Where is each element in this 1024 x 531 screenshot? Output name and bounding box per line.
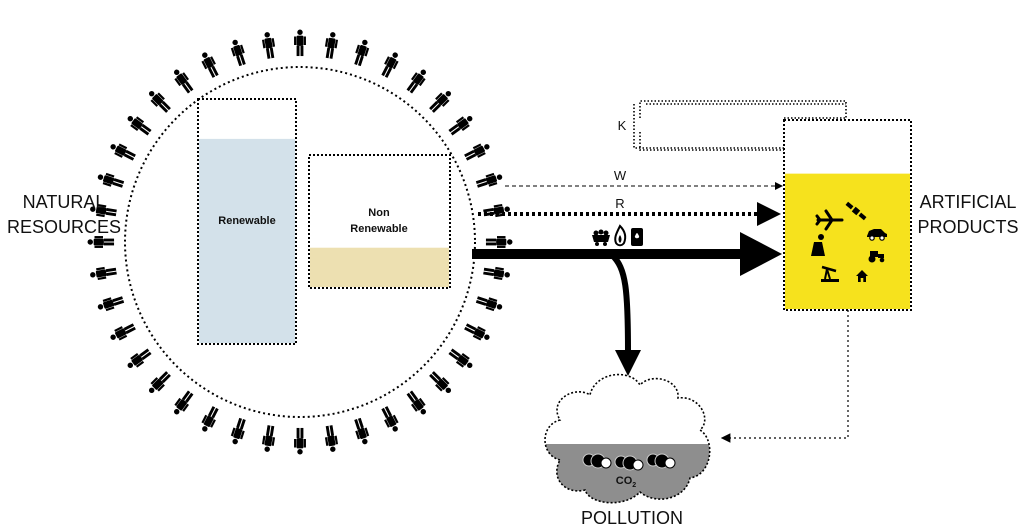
pollution-label: POLLUTION: [581, 508, 683, 528]
co2-molecule-icon: [646, 453, 676, 469]
non-renewable-container: [308, 154, 451, 289]
car-icon: [867, 229, 887, 241]
renewable-container: [197, 98, 297, 345]
satellite-icon: [845, 201, 867, 221]
person-icon: [124, 346, 154, 372]
k-loop-outer: [639, 100, 847, 118]
flow-r-arrowhead: [757, 202, 781, 226]
gas-flame-icon: [614, 224, 627, 247]
artificial-products-level: [785, 173, 910, 309]
tractor-icon: [868, 251, 885, 263]
k-loop-inner: [639, 117, 846, 151]
person-icon: [482, 265, 511, 282]
co2-molecule-icon: [614, 455, 644, 471]
person-icon: [475, 170, 504, 191]
natural-resources-label-line2: RESOURCES: [7, 217, 121, 237]
flow-r-label: R: [615, 196, 624, 211]
person-icon: [145, 87, 173, 115]
person-icon: [260, 31, 277, 60]
artificial-products-label-line1: ARTIFICIAL: [920, 192, 1017, 212]
person-icon: [228, 417, 249, 446]
person-icon: [446, 112, 476, 138]
pollution-cloud: [544, 373, 711, 504]
person-icon: [404, 66, 430, 96]
artificial-products-label-line2: PRODUCTS: [917, 217, 1018, 237]
oil-barrel-icon: [631, 228, 643, 246]
non-renewable-label-line2: Renewable: [350, 223, 407, 235]
non-renewable-label-line1: Non: [368, 207, 390, 219]
flow-k-label: K: [618, 118, 627, 133]
person-icon: [198, 50, 221, 80]
person-icon: [294, 29, 306, 57]
person-icon: [351, 417, 372, 446]
natural-resources-boundary: [124, 66, 476, 418]
flow-w-label: W: [614, 168, 627, 183]
person-icon: [87, 236, 115, 248]
person-icon: [170, 66, 196, 96]
person-icon: [379, 50, 402, 80]
person-icon: [462, 321, 492, 344]
person-icon: [170, 388, 196, 418]
co2-molecule-icon: [582, 453, 612, 469]
person-icon: [351, 38, 372, 67]
co2-label: CO2: [616, 475, 637, 489]
person-icon: [482, 202, 511, 219]
person-icon: [145, 369, 173, 397]
person-icon: [427, 369, 455, 397]
person-icon: [294, 427, 306, 455]
waste-flow-arrow: [720, 310, 849, 443]
pollution-flow-arrowhead: [615, 350, 641, 376]
person-icon: [198, 404, 221, 434]
person-icon: [96, 293, 125, 314]
k-loop-left: [633, 104, 784, 149]
renewable-level: [199, 138, 295, 343]
person-icon: [108, 140, 138, 163]
person-icon: [228, 38, 249, 67]
person-icon: [485, 236, 513, 248]
oil-pump-icon: [821, 265, 839, 282]
person-icon: [89, 265, 118, 282]
pollution-flow-arrow: [609, 252, 631, 353]
person-icon: [260, 424, 277, 453]
person-icon: [446, 346, 476, 372]
airplane-icon: [815, 209, 844, 231]
person-icon: [124, 112, 154, 138]
person-icon: [462, 140, 492, 163]
person-icon: [475, 293, 504, 314]
person-icon: [379, 404, 402, 434]
person-icon: [323, 31, 340, 60]
person-icon: [427, 87, 455, 115]
population-ring: [87, 29, 513, 455]
non-renewable-level: [310, 247, 449, 287]
coal-cart-icon: [592, 229, 610, 246]
natural-resources-label-line1: NATURAL: [23, 192, 106, 212]
non-renewable-flow-arrowhead: [740, 232, 782, 276]
person-icon: [323, 424, 340, 453]
person-icon: [108, 321, 138, 344]
power-plant-icon: [811, 234, 825, 256]
renewable-label: Renewable: [218, 215, 275, 227]
person-icon: [404, 388, 430, 418]
house-icon: [856, 270, 868, 282]
person-icon: [96, 170, 125, 191]
